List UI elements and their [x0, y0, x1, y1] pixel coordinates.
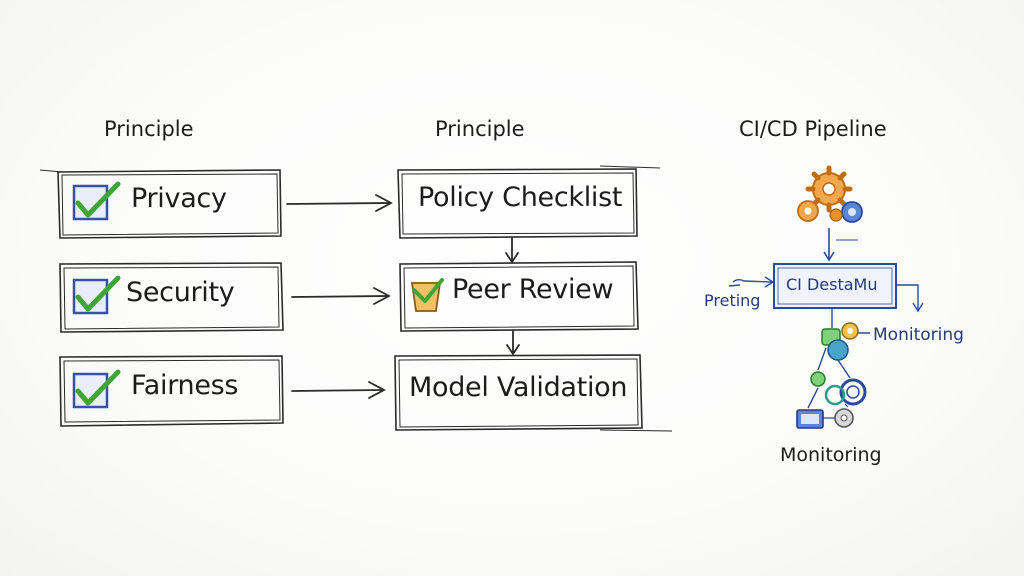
arrow-down-icon	[896, 284, 924, 313]
gear-icon	[805, 165, 853, 213]
practice-box-model-validation	[394, 354, 673, 432]
arrow-down-icon	[823, 228, 858, 262]
gear-icon	[797, 200, 819, 222]
principle-box-fairness	[59, 355, 284, 427]
principle-label-security: Security	[126, 277, 235, 308]
checkbox-icon	[72, 369, 121, 409]
column-heading-principles: Principle	[104, 117, 194, 141]
review-check-icon	[410, 278, 444, 312]
arrow-right-icon	[286, 194, 393, 212]
gear-icon	[841, 322, 859, 340]
principle-box-privacy	[39, 169, 282, 239]
column-heading-pipeline: CI/CD Pipeline	[739, 117, 887, 141]
arrow-down-icon	[506, 330, 520, 356]
arrow-right-icon	[291, 381, 386, 399]
node-icon	[827, 339, 849, 361]
column-heading-practices: Principle	[435, 117, 525, 141]
gear-icon	[834, 408, 854, 428]
node-icon	[810, 371, 826, 387]
pipeline-monitoring-bottom-label: Monitoring	[780, 444, 882, 466]
arrow-down-icon	[505, 237, 519, 264]
arrow-right-icon	[728, 276, 775, 288]
checkbox-icon	[72, 181, 121, 221]
practice-label-model-validation: Model Validation	[409, 372, 628, 403]
gear-icon	[829, 208, 843, 222]
pipeline-box-label: CI DestaMu	[786, 275, 878, 294]
arrow-right-icon	[291, 287, 391, 305]
pipeline-box	[773, 263, 897, 309]
practice-box-peer-review	[399, 261, 639, 332]
principle-label-fairness: Fairness	[131, 370, 239, 401]
principle-box-security	[59, 262, 284, 333]
practice-box-policy-checklist	[397, 165, 661, 239]
pipeline-connector	[823, 403, 849, 419]
checkbox-icon	[72, 275, 121, 315]
practice-label-peer-review: Peer Review	[452, 274, 614, 305]
monitor-icon	[796, 409, 824, 429]
ring-icon	[839, 378, 867, 406]
pipeline-monitoring-label: Monitoring	[873, 325, 964, 345]
practice-label-policy-checklist: Policy Checklist	[418, 182, 623, 213]
gear-icon	[841, 201, 863, 223]
ring-icon	[824, 384, 846, 406]
pipeline-side-label: Preting	[704, 291, 761, 310]
principle-label-privacy: Privacy	[131, 183, 227, 214]
